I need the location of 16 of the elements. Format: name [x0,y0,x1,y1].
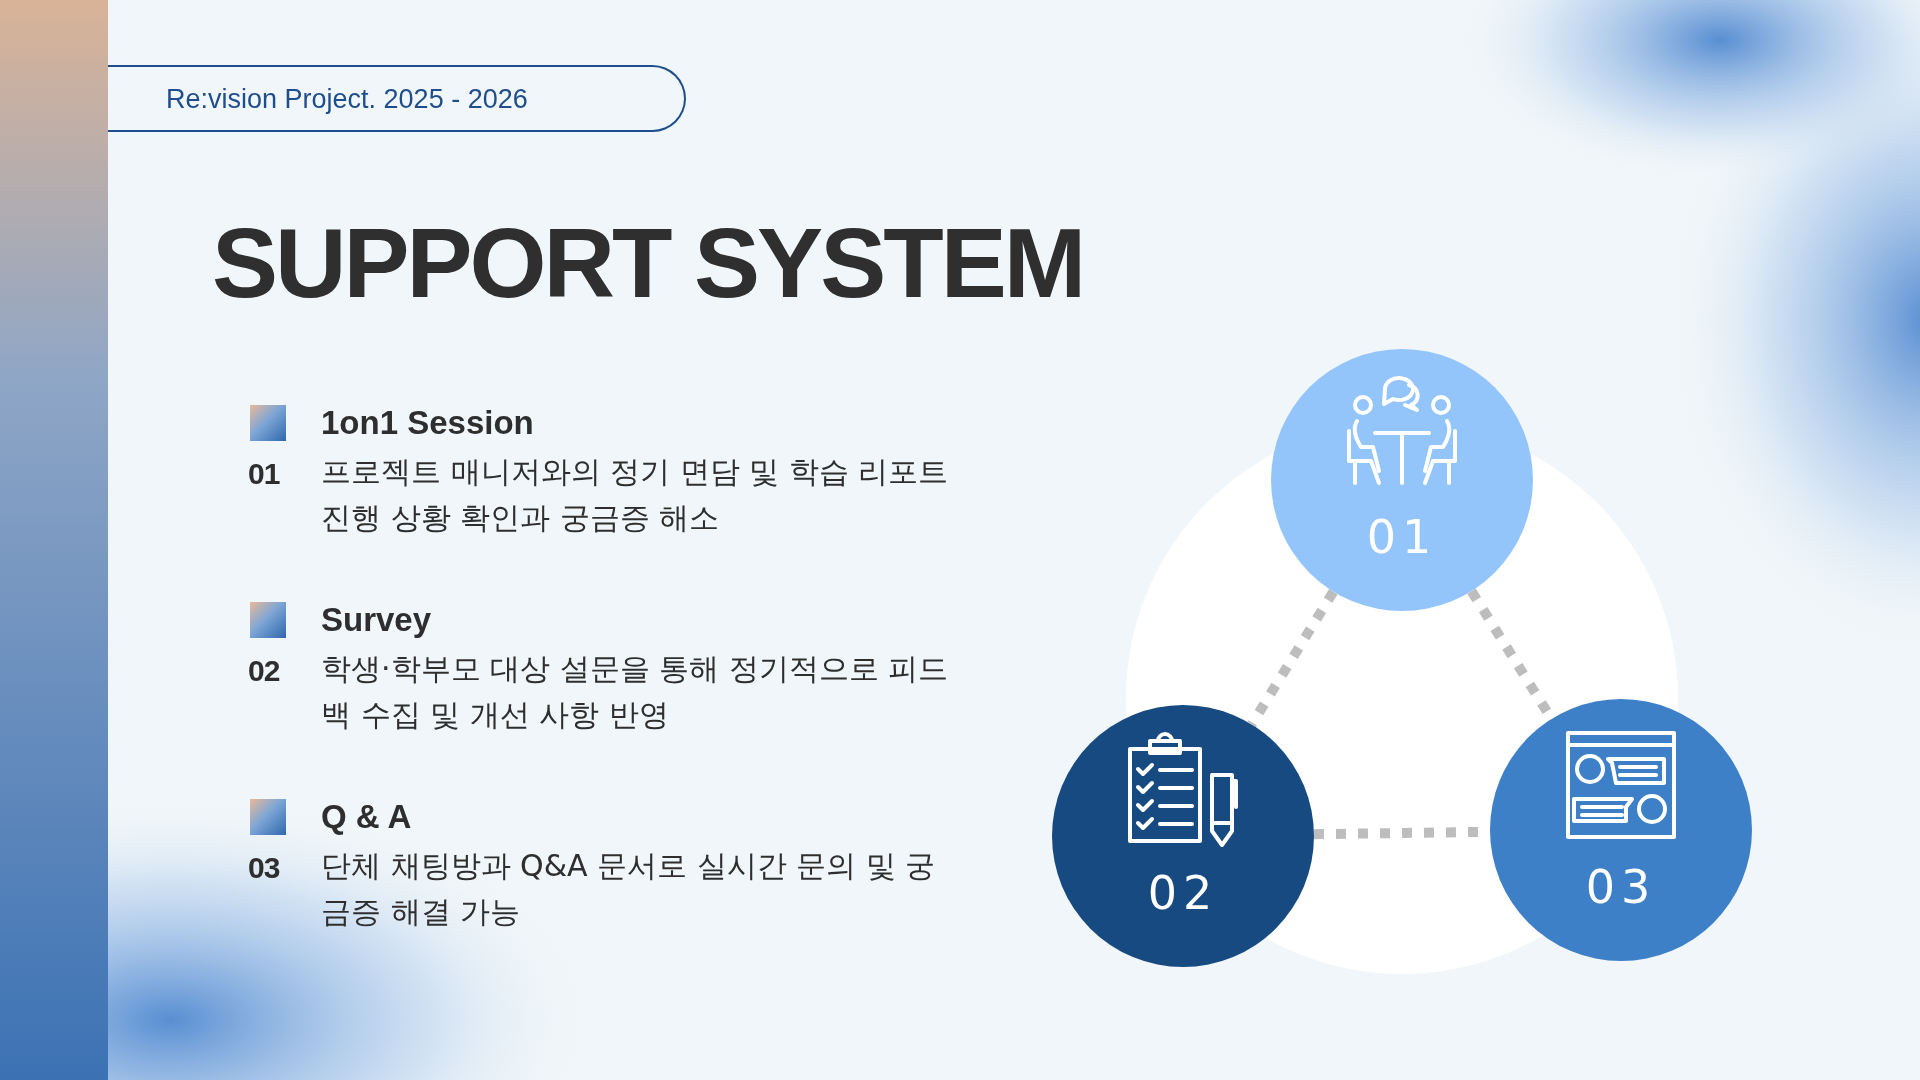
item-number: 03 [248,850,280,886]
step-number: 01 [1365,512,1439,562]
item-description: 단체 채팅방과 Q&A 문서로 실시간 문의 및 궁금증 해결 가능 [321,847,937,931]
item-heading: 1on1 Session [321,403,534,443]
item-heading: Q & A [321,797,412,837]
item-description: 프로젝트 매니저와의 정기 면담 및 학습 리포트 진행 상황 확인과 궁금증 해소 [321,453,950,537]
slide-title: SUPPORT SYSTEM [212,208,1084,318]
header-pill [108,65,686,132]
step-number: 02 [1146,868,1220,918]
dotted-connector [1247,588,1338,728]
item-number: 01 [248,456,280,492]
item-heading: Survey [321,600,432,640]
step-number: 03 [1584,862,1658,912]
item-description: 학생·학부모 대상 설문을 통해 정기적으로 피드백 수집 및 개선 사항 반영 [321,650,950,734]
item-number: 02 [248,653,280,689]
header-text: Re:vision Project. 2025 - 2026 [166,83,528,116]
